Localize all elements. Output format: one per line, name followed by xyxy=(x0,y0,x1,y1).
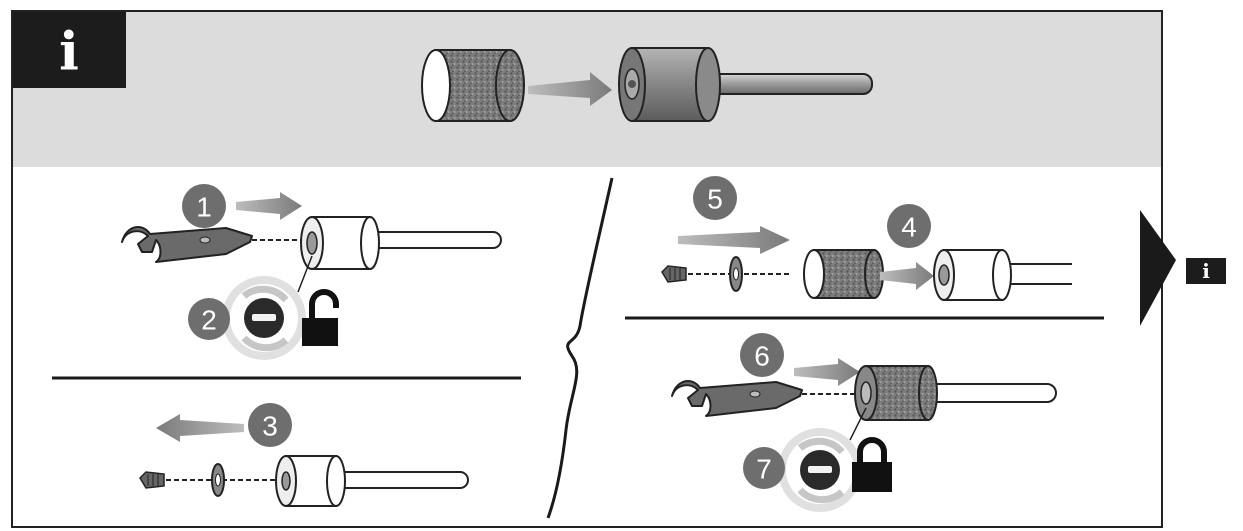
screw-icon xyxy=(661,265,687,283)
step-3-marker: 3 xyxy=(248,403,292,447)
sanding-sleeve-icon xyxy=(803,249,884,299)
step-5-marker: 5 xyxy=(693,176,737,220)
arrow-right-icon xyxy=(678,226,790,254)
step-4-number: 4 xyxy=(901,212,917,243)
step-7-number: 7 xyxy=(756,454,772,485)
step-6-marker: 6 xyxy=(740,333,784,377)
sanding-drum-icon xyxy=(854,365,1057,421)
screw-icon xyxy=(139,471,165,489)
lock-closed-icon xyxy=(852,437,892,492)
drum-icon xyxy=(933,249,1072,301)
arrow-left-icon xyxy=(156,414,244,442)
sanding-sleeve-icon xyxy=(421,49,525,122)
step-4-marker: 4 xyxy=(887,204,931,248)
arrow-right-icon xyxy=(236,192,302,220)
step-6-number: 6 xyxy=(754,341,770,372)
step-3-number: 3 xyxy=(262,411,278,442)
step-1-number: 1 xyxy=(196,192,212,223)
arrow-right-icon xyxy=(880,262,934,290)
info-icon: i xyxy=(59,22,79,83)
arrow-right-icon xyxy=(794,358,860,386)
washer-icon xyxy=(211,463,225,497)
wrench-icon xyxy=(121,226,253,263)
washer-icon xyxy=(729,256,743,292)
wrench-icon xyxy=(671,380,803,417)
info-badge-top: i xyxy=(13,12,126,88)
screwdriver-slot-icon xyxy=(244,298,284,338)
sanding-drum-icon xyxy=(618,47,873,122)
step-1-marker: 1 xyxy=(182,184,226,228)
info-icon: i xyxy=(1202,259,1210,283)
step-5-number: 5 xyxy=(707,184,723,215)
next-page-triangle-icon xyxy=(1140,210,1176,326)
callout-line xyxy=(849,407,867,441)
drum-icon xyxy=(300,216,502,270)
step-2-number: 2 xyxy=(201,305,217,336)
break-line xyxy=(546,177,614,519)
screwdriver-slot-icon xyxy=(800,450,840,490)
callout-line xyxy=(297,255,313,293)
step-7-marker: 7 xyxy=(743,447,785,489)
lock-open-icon xyxy=(302,289,339,346)
info-badge-right: i xyxy=(1186,258,1226,284)
arrow-right-icon xyxy=(528,72,612,106)
drum-icon xyxy=(275,455,469,507)
step-2-marker: 2 xyxy=(188,298,230,340)
